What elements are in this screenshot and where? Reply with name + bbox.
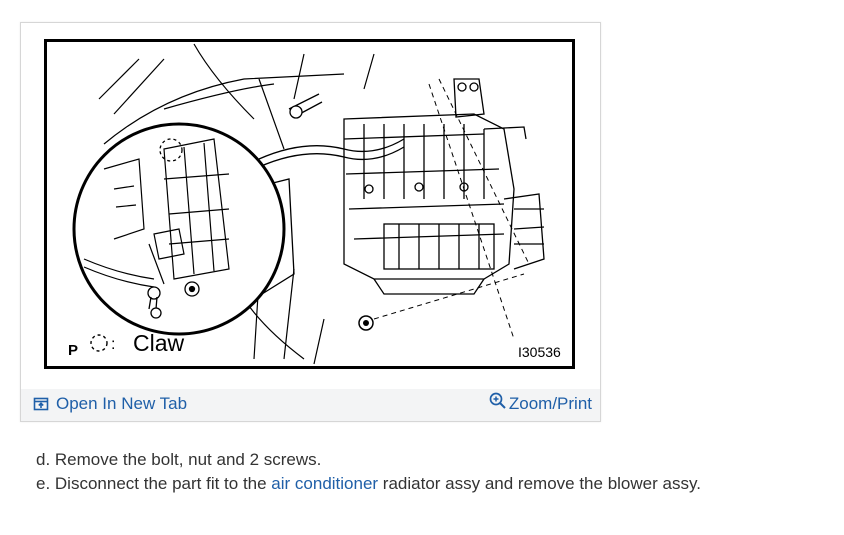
legend-label: Claw xyxy=(133,330,185,356)
step-e-suffix: radiator assy and remove the blower assy… xyxy=(378,474,701,493)
open-new-tab-icon xyxy=(33,397,49,411)
figure-toolbar: Open In New Tab Zoom/Print xyxy=(21,389,600,421)
step-e-prefix: e. Disconnect the part fit to the xyxy=(36,474,272,493)
step-e: e. Disconnect the part fit to the air co… xyxy=(36,472,701,496)
zoom-in-icon xyxy=(489,392,506,409)
open-in-new-tab-label: Open In New Tab xyxy=(56,394,188,413)
legend-symbol: P xyxy=(68,342,78,359)
nut xyxy=(358,315,374,331)
leader-lines xyxy=(373,78,530,340)
claw-marker xyxy=(159,138,183,162)
legend-colon: : xyxy=(111,336,115,353)
step-d: d. Remove the bolt, nut and 2 screws. xyxy=(36,450,322,469)
bolt-top xyxy=(288,93,323,119)
zoom-print-link[interactable]: Zoom/Print xyxy=(489,392,592,414)
zoom-print-label: Zoom/Print xyxy=(508,394,592,413)
blower-removal-diagram: P : Claw I30536 xyxy=(44,39,575,369)
air-conditioner-link[interactable]: air conditioner xyxy=(271,474,379,493)
figure-card: P : Claw I30536 Open In New Tab xyxy=(20,22,601,422)
open-in-new-tab-link[interactable]: Open In New Tab xyxy=(33,394,187,414)
figure-legend: P : Claw I30536 xyxy=(68,330,561,360)
figure-code: I30536 xyxy=(518,344,561,360)
claw-symbol xyxy=(90,334,108,352)
detail-magnifier xyxy=(72,122,286,336)
blower-unit xyxy=(343,78,545,295)
instruction-steps: d. Remove the bolt, nut and 2 screws. e.… xyxy=(36,448,701,496)
